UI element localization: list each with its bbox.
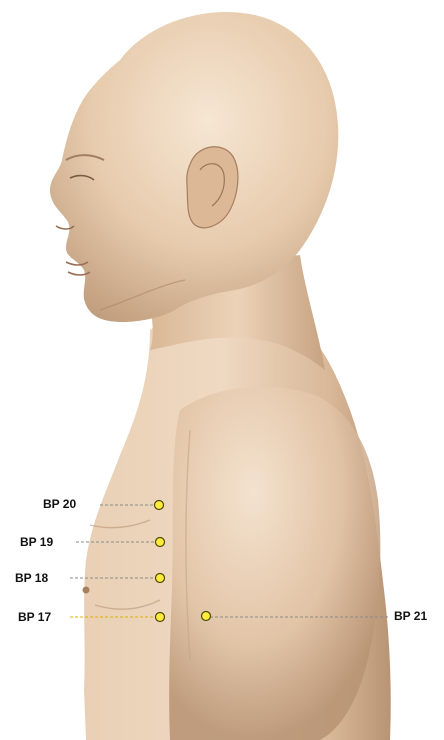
point-bp19[interactable] <box>156 538 165 547</box>
label-bp20: BP 20 <box>43 497 76 511</box>
label-bp21: BP 21 <box>394 609 427 623</box>
shoulder <box>169 387 380 740</box>
point-bp17[interactable] <box>156 613 165 622</box>
label-bp19: BP 19 <box>20 535 53 549</box>
point-bp21[interactable] <box>202 612 211 621</box>
point-bp20[interactable] <box>155 501 164 510</box>
nipple <box>83 587 90 594</box>
label-bp17: BP 17 <box>18 610 51 624</box>
label-bp18: BP 18 <box>15 571 48 585</box>
point-bp18[interactable] <box>156 574 165 583</box>
